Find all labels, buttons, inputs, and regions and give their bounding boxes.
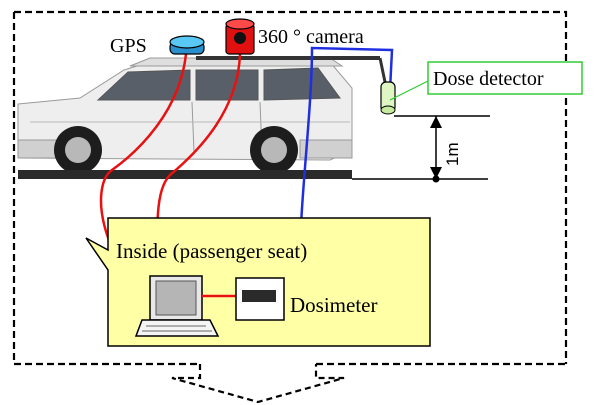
dose-detector-label: Dose detector <box>433 68 544 90</box>
inside-label: Inside (passenger seat) <box>116 239 307 263</box>
height-label: 1m <box>443 142 462 166</box>
camera-label: 360 ° camera <box>258 26 364 48</box>
height-marker <box>352 115 490 183</box>
down-arrow-icon <box>171 364 345 404</box>
dose-detector-label-box <box>427 61 583 95</box>
dashed-frame <box>12 10 568 366</box>
laptop-icon <box>134 275 220 337</box>
car-image <box>17 57 353 179</box>
gps-label: GPS <box>110 35 147 57</box>
gps-antenna-icon <box>169 35 205 55</box>
camera-icon <box>225 18 255 55</box>
dosimeter-label: Dosimeter <box>290 293 377 317</box>
dosimeter-icon <box>235 277 285 321</box>
